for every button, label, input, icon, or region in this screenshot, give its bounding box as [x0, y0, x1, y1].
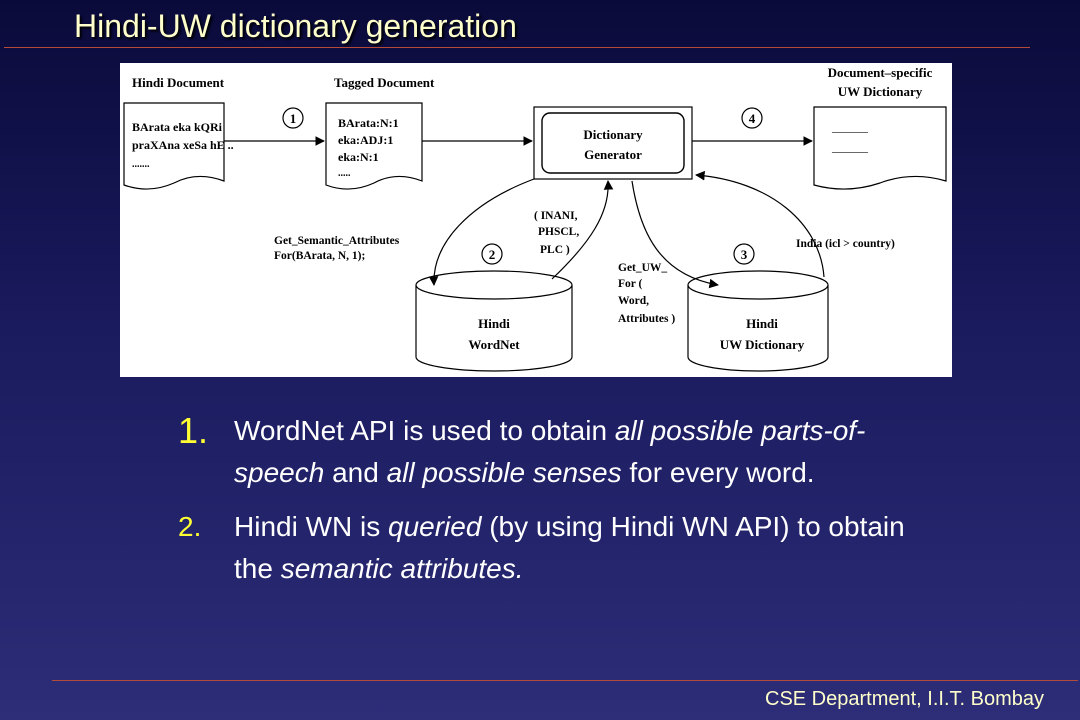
wordnet-label-line-1: Hindi — [478, 316, 510, 331]
footer-divider — [52, 680, 1078, 681]
hindi-document-line-1: BArata eka kQRi — [132, 120, 223, 134]
hindi-document-label: Hindi Document — [132, 75, 225, 90]
output-dictionary-node: Document–specific UW Dictionary –––––– –… — [813, 65, 947, 190]
arrow-uw-return — [695, 170, 825, 278]
point-1-emphasis-1: all possible parts-of-speech — [234, 415, 866, 488]
arrow-attributes-return — [551, 180, 614, 280]
svg-text:1: 1 — [290, 111, 297, 126]
bullet-list: 1. WordNet API is used to obtain all pos… — [178, 410, 938, 602]
output-dictionary-entry-2: –––––– — [831, 144, 869, 158]
semantic-query-line-2: For(BArata, N, 1); — [274, 250, 365, 262]
output-dictionary-entry-1: –––––– — [831, 124, 869, 138]
point-2: 2. Hindi WN is queried (by using Hindi W… — [178, 506, 938, 590]
dictionary-generator-node: Dictionary Generator — [533, 106, 693, 180]
point-2-number: 2. — [178, 511, 202, 542]
attributes-line-1: ( INANI, — [534, 210, 578, 222]
uw-result: India (icl > country) — [796, 238, 895, 250]
tagged-document-line-2: eka:ADJ:1 — [338, 133, 393, 147]
wordnet-label-line-2: WordNet — [468, 337, 520, 352]
step-1: 1 — [282, 107, 304, 129]
output-dictionary-label-1: Document–specific — [828, 65, 933, 80]
slide-title: Hindi-UW dictionary generation — [74, 8, 517, 44]
tagged-document-label: Tagged Document — [334, 75, 435, 90]
hindi-wordnet-database: Hindi WordNet — [415, 270, 573, 372]
attributes-line-3: PLC ) — [540, 244, 570, 256]
output-dictionary-label-2: UW Dictionary — [838, 84, 923, 99]
tagged-document-line-3: eka:N:1 — [338, 150, 379, 164]
uw-db-label-line-2: UW Dictionary — [720, 337, 805, 352]
tagged-document-line-4: ..... — [338, 168, 351, 179]
step-3: 3 — [733, 243, 755, 265]
point-2-emphasis-2: semantic attributes. — [280, 553, 524, 584]
point-2-lead: Hindi WN is — [234, 511, 389, 542]
svg-text:2: 2 — [489, 247, 496, 262]
point-1-number: 1. — [178, 410, 209, 451]
uw-query-line-4: Attributes ) — [618, 313, 675, 325]
process-diagram: Hindi Document BArata eka kQRi praXAna x… — [120, 63, 952, 377]
point-2-emphasis-1: queried — [388, 511, 482, 542]
footer-text: CSE Department, I.I.T. Bombay — [765, 688, 1044, 710]
point-1-mid: and — [324, 457, 387, 488]
uw-query-line-2: For ( — [618, 278, 643, 290]
point-1-emphasis-2: all possible senses — [386, 457, 622, 488]
semantic-query-line-1: Get_Semantic_Attributes — [274, 235, 400, 247]
point-1-tail: for every word. — [621, 457, 815, 488]
title-divider — [4, 47, 1030, 48]
generator-label-line-1: Dictionary — [583, 127, 643, 142]
hindi-document-line-2: praXAna xeSa hE .. — [132, 138, 234, 152]
hindi-uw-dictionary-database: Hindi UW Dictionary — [687, 270, 829, 372]
arrow-query-uw — [631, 180, 719, 289]
tagged-document-line-1: BArata:N:1 — [338, 116, 399, 130]
hindi-document-node: Hindi Document BArata eka kQRi praXAna x… — [123, 75, 234, 190]
hindi-document-line-3: ....... — [132, 159, 150, 170]
step-2: 2 — [481, 243, 503, 265]
step-4: 4 — [741, 107, 763, 129]
uw-query-line-3: Word, — [618, 295, 649, 307]
arrow-query-wordnet — [428, 178, 535, 286]
point-1-lead: WordNet API is used to obtain — [234, 415, 615, 446]
svg-text:4: 4 — [749, 111, 756, 126]
uw-db-label-line-1: Hindi — [746, 316, 778, 331]
generator-label-line-2: Generator — [584, 147, 642, 162]
point-2-mid: (by using Hindi WN API) to obtain the — [234, 511, 905, 584]
uw-query-line-1: Get_UW_ — [618, 262, 667, 274]
point-1: 1. WordNet API is used to obtain all pos… — [178, 410, 938, 494]
attributes-line-2: PHSCL, — [538, 226, 579, 238]
svg-text:3: 3 — [741, 247, 748, 262]
tagged-document-node: Tagged Document BArata:N:1 eka:ADJ:1 eka… — [325, 75, 435, 190]
